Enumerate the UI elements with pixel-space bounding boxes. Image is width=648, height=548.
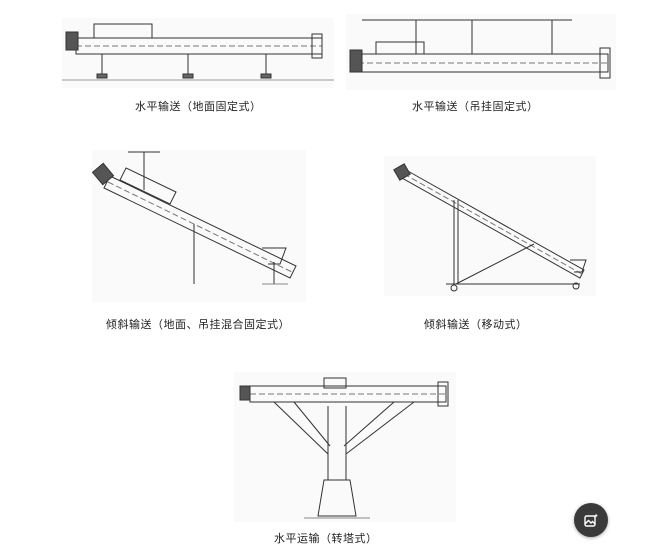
outlet-hopper [262, 248, 286, 264]
turret-arm [346, 402, 414, 454]
outlet-hopper [570, 260, 586, 272]
wheel [573, 283, 579, 289]
motor [394, 164, 410, 180]
turret-base [318, 480, 356, 516]
motor [240, 386, 250, 400]
motor [350, 50, 362, 72]
caption-inclined-mixed: 倾斜输送（地面、吊挂混合固定式） [106, 318, 290, 331]
drive-housing [376, 42, 424, 54]
inlet-flange [312, 34, 322, 58]
diagram-horizontal-hanging [346, 14, 616, 90]
diagram-horizontal-floor [62, 18, 334, 88]
turret-arm [344, 402, 394, 446]
caption-inclined-mobile: 倾斜输送（移动式） [424, 318, 528, 331]
caption-horizontal-hanging: 水平输送（吊挂固定式） [412, 100, 539, 113]
wheel [451, 285, 457, 291]
diagram-horizontal-turret [234, 372, 456, 522]
inlet-flange [600, 48, 610, 78]
inlet-flange [438, 382, 448, 406]
drive-housing [94, 24, 152, 38]
turret-head [324, 378, 346, 388]
image-sparkle-button[interactable] [574, 503, 608, 537]
image-sparkle-icon [583, 513, 598, 528]
drive-housing [120, 168, 176, 204]
motor [66, 32, 78, 50]
conveyor-trough-inclined [104, 176, 296, 278]
turret-arm [274, 402, 328, 454]
diagram-inclined-mobile [384, 156, 596, 296]
diagram-inclined-mixed [92, 150, 306, 302]
caption-horizontal-turret: 水平运输（转塔式） [274, 532, 378, 545]
turret-arm [294, 402, 330, 446]
brace [456, 244, 534, 284]
motor [92, 163, 113, 184]
caption-horizontal-floor: 水平输送（地面固定式） [135, 100, 262, 113]
